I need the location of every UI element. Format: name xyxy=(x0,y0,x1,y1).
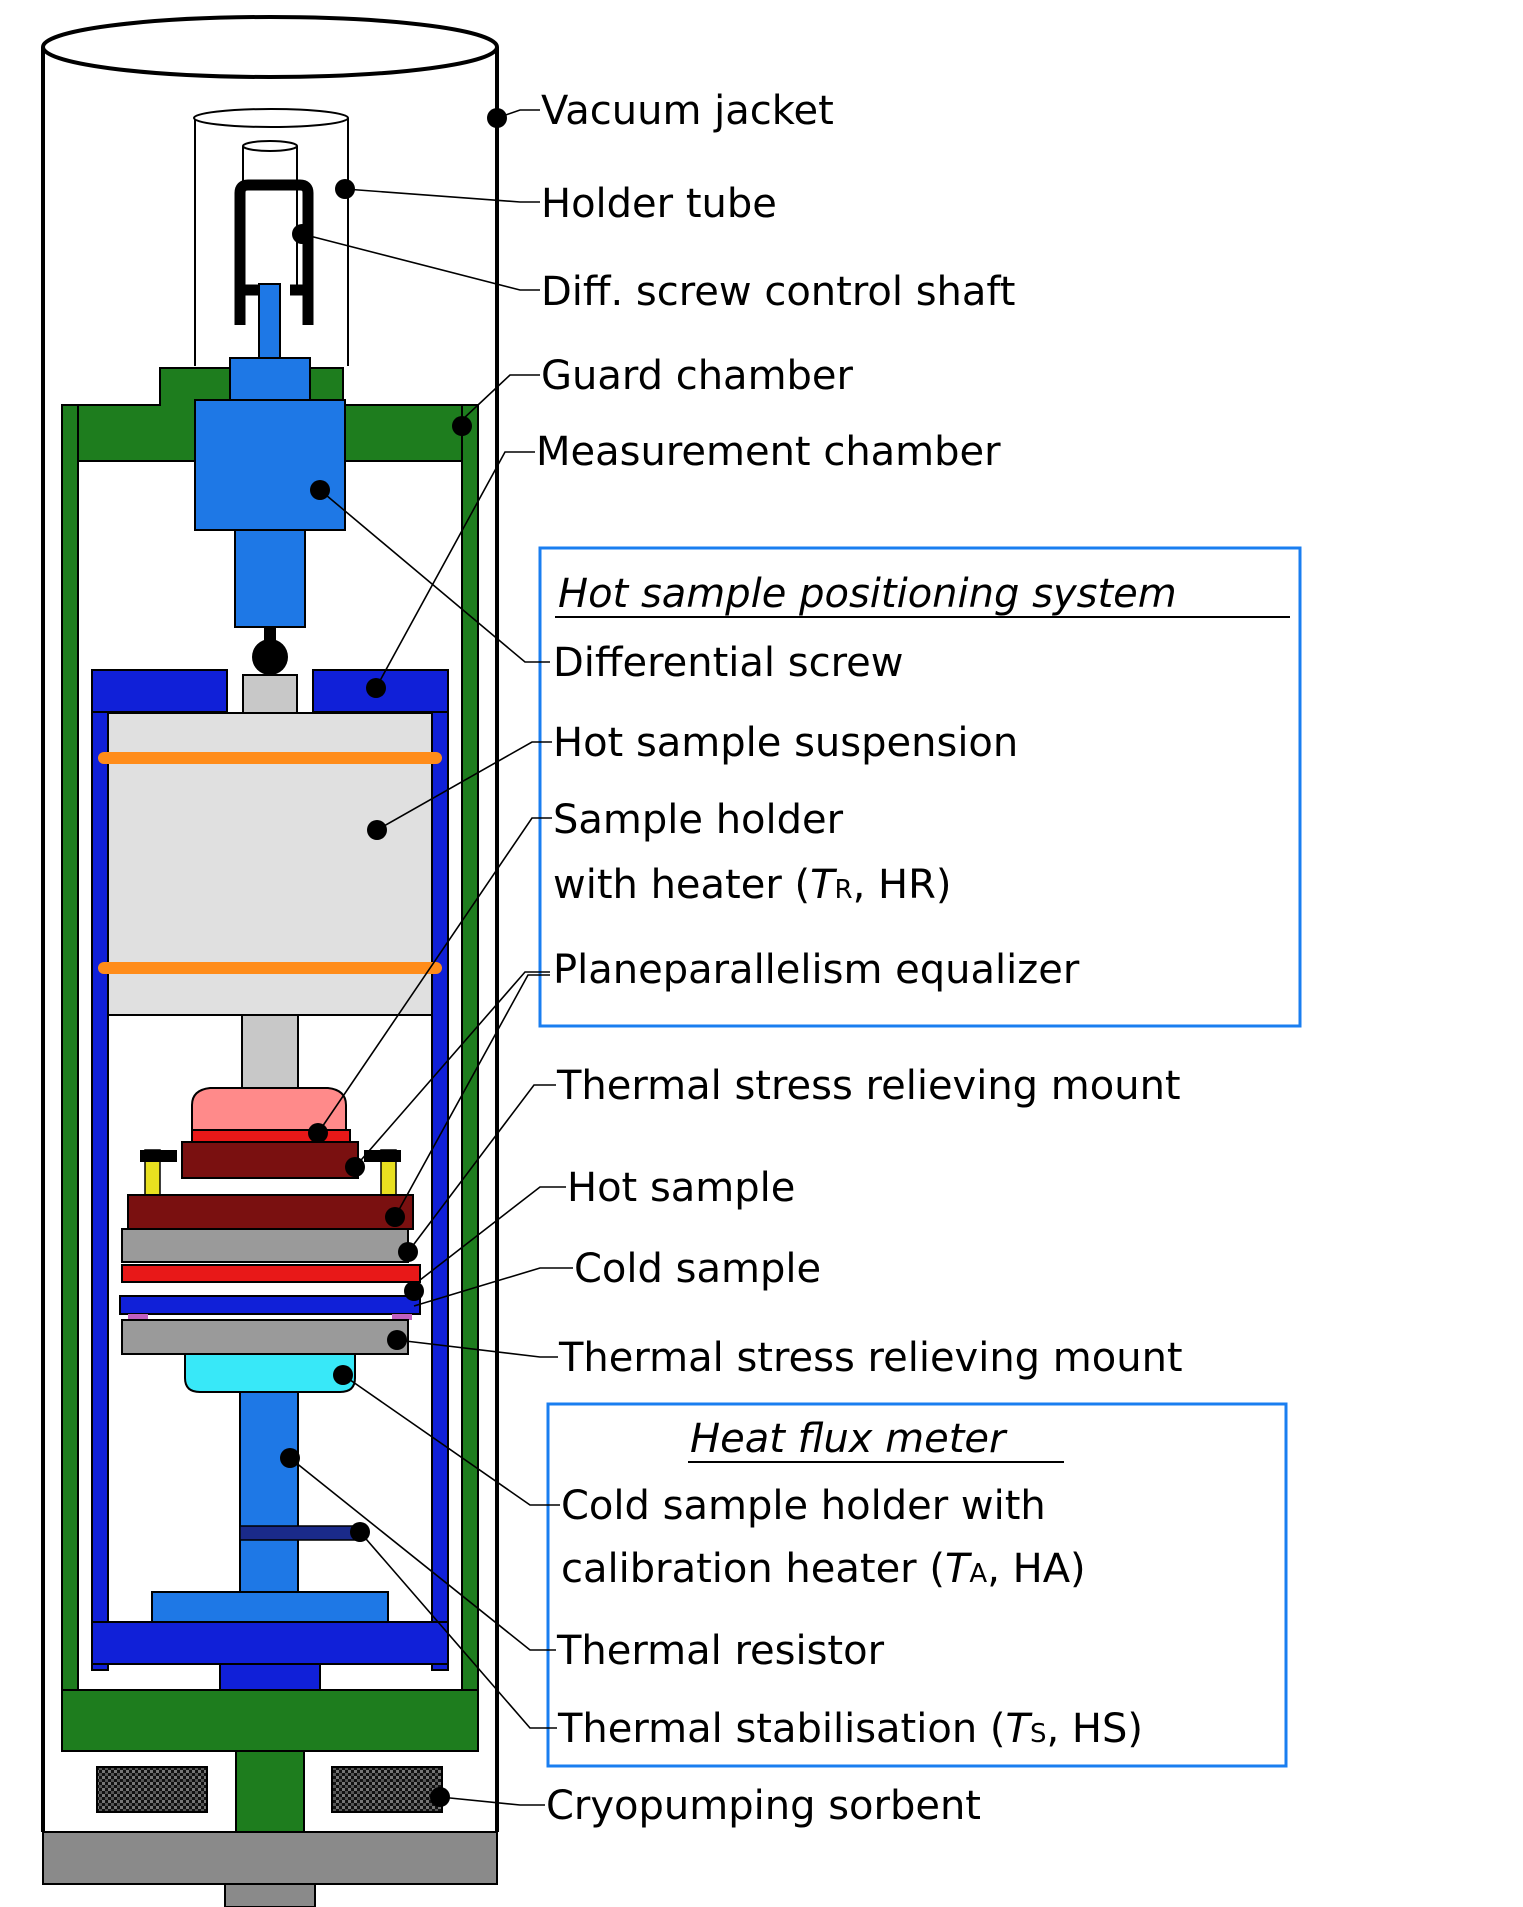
leader-dots xyxy=(280,108,507,1807)
hot-sample-suspension xyxy=(98,674,442,1091)
thermal-stabilisation xyxy=(151,1525,389,1623)
label-cold-holder-line2: calibration heater (TA, HA) xyxy=(561,1546,1086,1592)
thermal-resistor xyxy=(239,1391,299,1593)
label-guard-chamber: Guard chamber xyxy=(541,353,854,399)
label-cold-sample: Cold sample xyxy=(574,1246,821,1292)
planeparallelism-equalizer xyxy=(140,1141,401,1199)
base-plate xyxy=(42,1831,498,1907)
label-measurement-chamber: Measurement chamber xyxy=(536,429,1001,475)
label-differential-screw: Differential screw xyxy=(553,640,903,686)
hot-sample-positioning-system-title: Hot sample positioning system xyxy=(558,571,1177,617)
label-sample-holder-line2: with heater (TR, HR) xyxy=(553,862,952,908)
thermal-stress-relieving-mount-bottom xyxy=(121,1319,409,1355)
diff-screw-control-shaft xyxy=(234,179,314,361)
leader-lines xyxy=(289,109,573,1806)
label-thermal-stress-mount-bottom: Thermal stress relieving mount xyxy=(558,1335,1183,1381)
hot-sample-positioning-system-group: Hot sample positioning system xyxy=(538,546,1302,1028)
label-thermal-stabilisation: Thermal stabilisation (TS, HS) xyxy=(557,1706,1143,1752)
label-vacuum-jacket: Vacuum jacket xyxy=(541,88,834,134)
label-hot-sample: Hot sample xyxy=(567,1165,795,1211)
differential-screw xyxy=(194,357,346,675)
labels: Vacuum jacket Holder tube Diff. screw co… xyxy=(536,88,1183,1829)
cold-sample-holder-with-calibration-heater xyxy=(184,1353,356,1393)
vacuum-jacket xyxy=(41,15,499,1832)
label-cold-holder-line1: Cold sample holder with xyxy=(561,1483,1046,1529)
heat-flux-meter-title: Heat flux meter xyxy=(690,1416,1008,1462)
hot-sample xyxy=(121,1264,421,1283)
label-sample-holder-line1: Sample holder xyxy=(553,797,844,843)
heat-flux-meter-group: Heat flux meter xyxy=(546,1402,1288,1768)
measurement-chamber xyxy=(91,669,449,1691)
label-thermal-stress-mount-top: Thermal stress relieving mount xyxy=(556,1063,1181,1109)
label-thermal-resistor: Thermal resistor xyxy=(556,1628,885,1674)
label-holder-tube: Holder tube xyxy=(541,181,777,227)
holder-tube xyxy=(193,108,349,366)
thermal-stress-relieving-mount-top xyxy=(121,1194,414,1263)
cryopumping-sorbent xyxy=(96,1766,443,1813)
cold-sample xyxy=(119,1295,421,1320)
label-planeparallelism-equalizer: Planeparallelism equalizer xyxy=(553,947,1080,993)
label-cryopumping-sorbent: Cryopumping sorbent xyxy=(546,1783,981,1829)
label-hot-sample-suspension: Hot sample suspension xyxy=(553,720,1018,766)
label-diff-screw-control-shaft: Diff. screw control shaft xyxy=(541,269,1015,315)
